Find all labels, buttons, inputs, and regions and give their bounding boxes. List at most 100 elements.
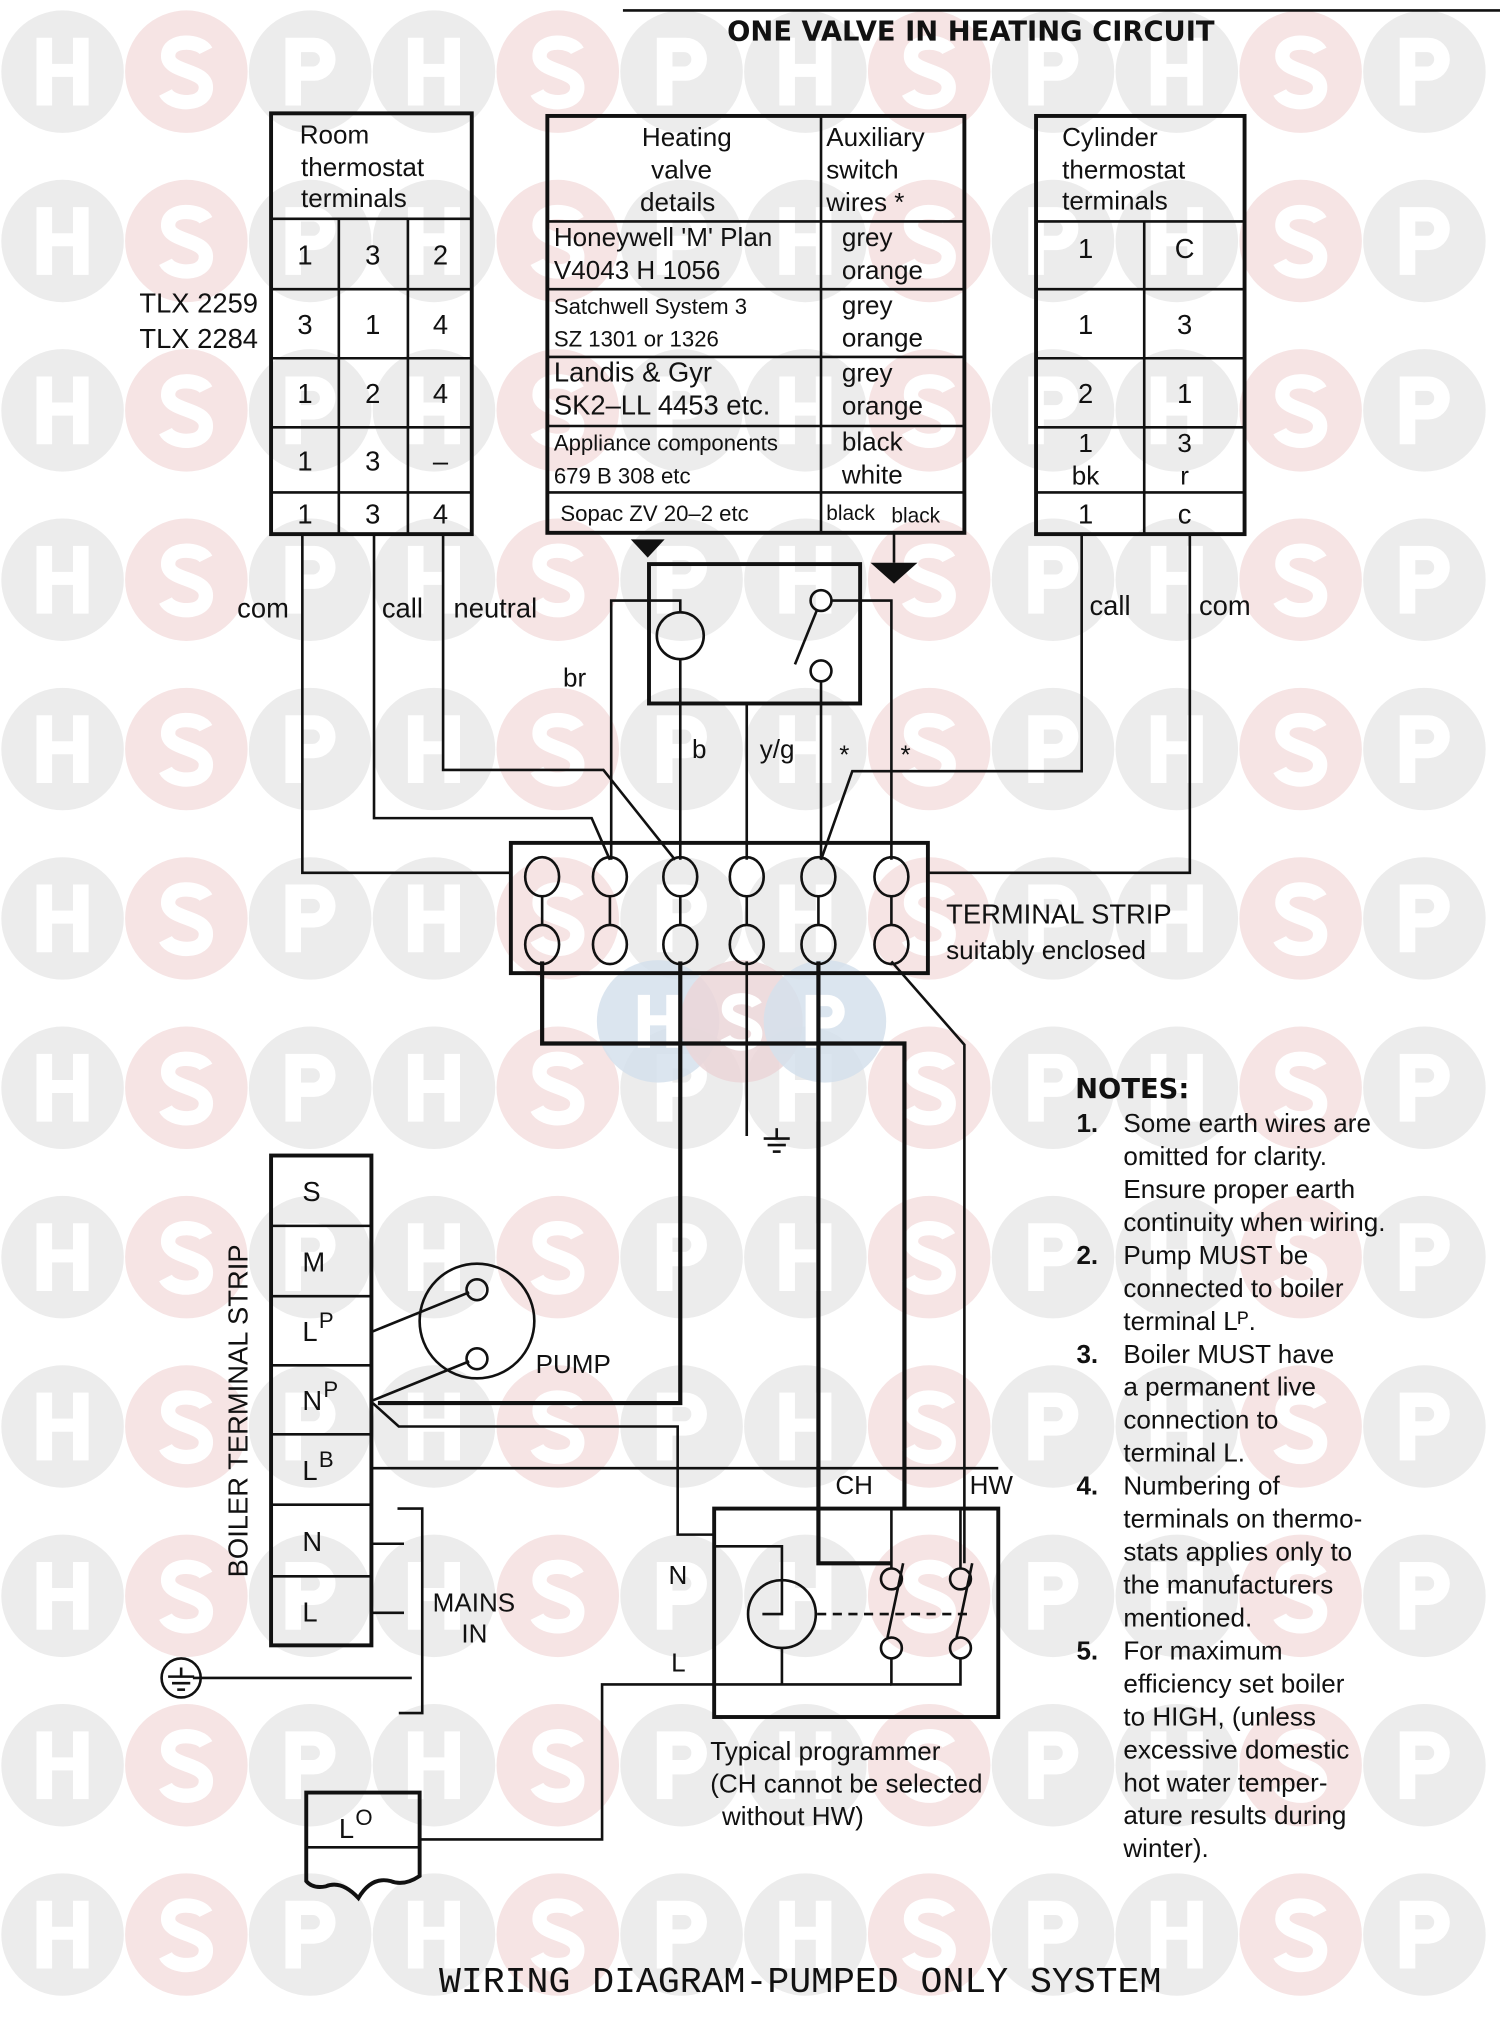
cylinder-thermostat-cell: 3 bbox=[1177, 309, 1192, 340]
watermark-letter-h-icon bbox=[36, 1731, 89, 1800]
valve-name: Satchwell System 3 bbox=[554, 294, 747, 319]
watermark-letter-h-icon bbox=[779, 715, 832, 783]
watermark-letter-s-icon bbox=[1273, 1729, 1328, 1803]
room-thermostat-cell: 3 bbox=[365, 499, 380, 530]
watermark-letter-p-icon bbox=[1028, 1731, 1079, 1800]
watermark-letter-p-icon bbox=[285, 1731, 336, 1800]
room-thermostat-header-1: Room bbox=[300, 119, 369, 149]
terminal-strip-sublabel: suitably enclosed bbox=[946, 935, 1146, 965]
watermark-letter-p-icon bbox=[656, 1561, 707, 1630]
boiler-terminal-main: M bbox=[302, 1246, 325, 1277]
watermark-letter-h-icon bbox=[36, 207, 89, 275]
watermark-letter-h-icon bbox=[637, 994, 679, 1048]
watermark-letter-s-icon bbox=[1273, 35, 1328, 110]
room-thermostat-cell: – bbox=[433, 445, 449, 476]
watermark-letter-h-icon bbox=[779, 1731, 832, 1800]
note-number: 2. bbox=[1076, 1240, 1098, 1270]
arrow-down-icon bbox=[630, 539, 665, 558]
watermark-letter-s-icon bbox=[159, 1221, 214, 1295]
note-line: terminal Lᴾ. bbox=[1123, 1306, 1256, 1336]
aux-wire-color: black bbox=[826, 502, 875, 525]
watermark-letter-p-icon bbox=[1028, 545, 1079, 614]
note-line: Some earth wires are bbox=[1123, 1108, 1371, 1138]
watermark-letter-p-icon bbox=[1399, 1731, 1450, 1800]
watermark-letter-h-icon bbox=[407, 37, 461, 106]
watermark-letter-h-icon bbox=[36, 37, 89, 106]
watermark-letter-p-icon bbox=[1028, 715, 1079, 783]
room-thermostat-header-2: thermostat bbox=[301, 152, 425, 182]
watermark-letter-p-icon bbox=[656, 37, 707, 106]
watermark-letter-s-icon bbox=[530, 204, 585, 279]
room-thermostat-cell: 3 bbox=[297, 309, 312, 340]
terminal-screw-icon bbox=[662, 855, 699, 898]
watermark-letter-p-icon bbox=[1028, 1392, 1079, 1461]
watermark-letter-s-icon bbox=[159, 1898, 214, 1973]
watermark-letter-h-icon bbox=[36, 1053, 89, 1122]
terminal-strip bbox=[508, 840, 930, 976]
note-line: omitted for clarity. bbox=[1123, 1141, 1327, 1171]
watermark-letter-s-icon bbox=[159, 543, 214, 618]
boiler-strip-label: BOILER TERMINAL STRIP bbox=[223, 1244, 254, 1577]
watermark-letter-s-icon bbox=[1273, 1898, 1328, 1973]
watermark-letter-h-icon bbox=[1150, 37, 1203, 106]
watermark-letter-h-icon bbox=[1150, 1392, 1203, 1461]
watermark-letter-s-icon bbox=[159, 1390, 214, 1465]
aux-wire-color: orange bbox=[842, 255, 923, 285]
terminal-screw-icon bbox=[523, 855, 561, 898]
watermark-letter-h-icon bbox=[407, 1223, 461, 1292]
room-thermostat-header-3: terminals bbox=[301, 183, 407, 213]
watermark-letter-s-icon bbox=[901, 1221, 956, 1295]
watermark-letter-p-icon bbox=[285, 1561, 336, 1630]
watermark-letter-h-icon bbox=[407, 1053, 461, 1122]
boiler-terminal-label: S bbox=[302, 1176, 320, 1207]
boiler-terminal-label: LP bbox=[302, 1308, 333, 1347]
boiler-terminal-sup: P bbox=[323, 1377, 338, 1402]
cylinder-thermostat-cell: 2 bbox=[1078, 378, 1093, 409]
valve-model: SK2–LL 4453 etc. bbox=[554, 389, 771, 420]
watermark-letter-s-icon bbox=[901, 1898, 956, 1973]
watermark-letter-h-icon bbox=[779, 207, 832, 275]
boiler-terminal-main: L bbox=[302, 1316, 317, 1347]
note-line: efficiency set boiler bbox=[1123, 1668, 1344, 1698]
watermark-letter-p-icon bbox=[1028, 1223, 1079, 1292]
lo-terminal-main: L bbox=[339, 1813, 354, 1844]
earth-icon bbox=[160, 1657, 202, 1699]
watermark-letter-h-icon bbox=[1150, 884, 1203, 953]
programmer-caption-1: Typical programmer bbox=[710, 1736, 941, 1766]
watermark-letter-s-icon bbox=[1273, 543, 1328, 618]
terminal-screw-icon bbox=[662, 923, 699, 966]
wire-label-neutral: neutral bbox=[454, 593, 538, 624]
note-line: connection to bbox=[1123, 1405, 1278, 1435]
note-line: the manufacturers bbox=[1123, 1570, 1333, 1600]
note-line: Ensure proper earth bbox=[1123, 1174, 1355, 1204]
programmer-n-label: N bbox=[669, 1560, 688, 1590]
watermark-letter-s-icon bbox=[901, 543, 956, 618]
watermark-letter-p-icon bbox=[1028, 207, 1079, 275]
terminal-screw-icon bbox=[873, 855, 910, 898]
aux-wire-color: black bbox=[842, 427, 904, 457]
watermark-letter-p-icon bbox=[656, 715, 707, 783]
lo-terminal-label: LO bbox=[339, 1805, 373, 1844]
cylinder-thermostat-cell: 3 bbox=[1177, 428, 1192, 458]
watermark-letter-s-icon bbox=[159, 374, 214, 448]
note-line: Pump MUST be bbox=[1123, 1240, 1308, 1270]
cylinder-thermostat-cell: 1 bbox=[1078, 233, 1093, 264]
boiler-terminal-main: N bbox=[302, 1385, 322, 1416]
model-label-tlx2259: TLX 2259 bbox=[139, 288, 258, 319]
terminal-strip-label: TERMINAL STRIP bbox=[946, 899, 1172, 930]
boiler-terminal-sup: B bbox=[319, 1447, 334, 1472]
room-thermostat-cell: 1 bbox=[297, 378, 312, 409]
room-thermostat-cell: 4 bbox=[433, 499, 448, 530]
terminal-strip-terminals bbox=[523, 855, 910, 966]
aux-wire-color: black bbox=[891, 504, 940, 527]
cylinder-thermostat-cell-color: bk bbox=[1072, 461, 1100, 491]
terminal-screw-icon bbox=[800, 923, 837, 966]
watermark-letter-s-icon bbox=[530, 35, 585, 110]
watermark-letter-h-icon bbox=[407, 545, 461, 614]
programmer bbox=[712, 1506, 1001, 1719]
watermark-letter-h-icon bbox=[1150, 1223, 1203, 1292]
